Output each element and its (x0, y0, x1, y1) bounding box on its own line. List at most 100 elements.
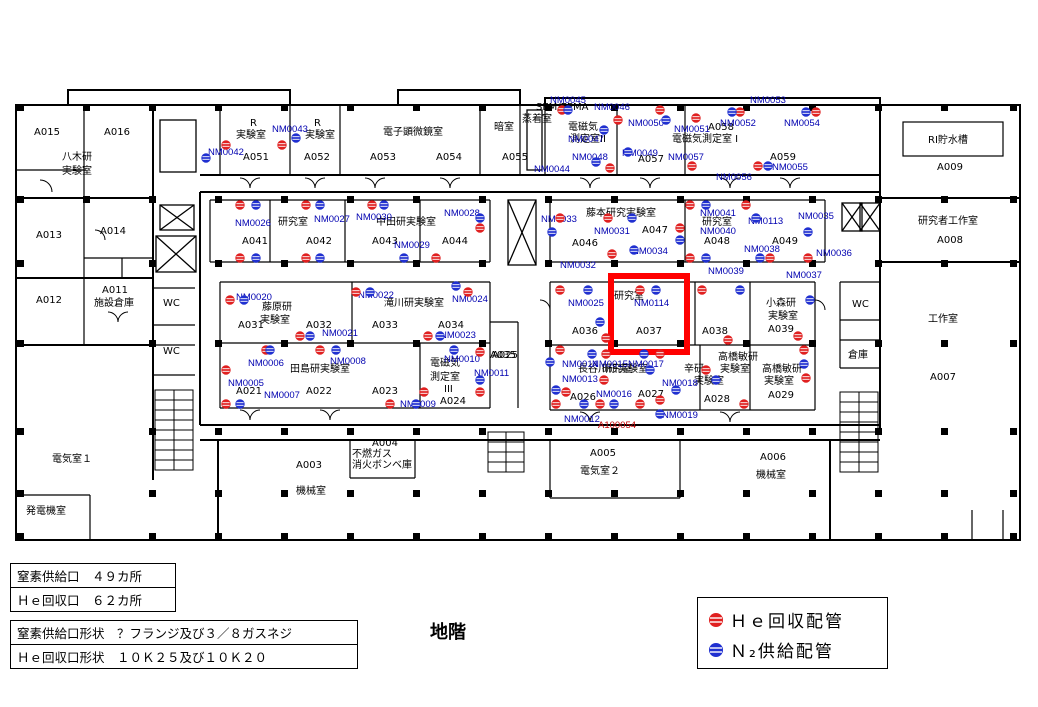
room-label: A044 (442, 236, 468, 247)
room-label: 研究室 (278, 215, 308, 228)
room-label: 滝川研実験室 (384, 296, 444, 309)
room-label: 暗室 (494, 120, 514, 133)
room-label: A049 (772, 236, 798, 247)
columns (17, 104, 1017, 540)
stairs (154, 389, 879, 473)
outlet-label: NM0006 (248, 358, 284, 369)
room-label: 実験室 (62, 164, 92, 177)
room-label: 研究室 (702, 215, 732, 228)
outlet-label: NM0056 (716, 172, 752, 183)
room-label: A004 (372, 438, 398, 449)
outlet-label: NM0045 (550, 95, 586, 106)
legend-n2: Ｎ₂供給配管 (708, 637, 834, 662)
room-label: A014 (100, 226, 126, 237)
room-label: A048 (704, 236, 730, 247)
outlet-label: NM0012 (564, 414, 600, 425)
n2-shape: 窒素供給口形状 ？フランジ及び３／８ガスネジ (11, 621, 357, 645)
outlet-label: NM0037 (786, 270, 822, 281)
outlet-label: NM0050 (628, 118, 664, 129)
room-label: A053 (370, 152, 396, 163)
room-label: A038 (702, 326, 728, 337)
room-label: 電磁気測定室 I (672, 132, 738, 145)
room-label: A034 (438, 320, 464, 331)
room-label: 長谷川研実験室 (578, 362, 648, 375)
room-label: 消火ボンベ庫 (352, 458, 412, 471)
room-label: A022 (306, 386, 332, 397)
outlet-count-box: 窒素供給口 ４９カ所 Ｈｅ回収口 ６２カ所 (10, 563, 176, 612)
room-label: 工作室 (928, 312, 958, 325)
outlet-label: NM0044 (534, 164, 570, 175)
room-label: A037 (636, 326, 662, 337)
room-label: A031 (238, 320, 264, 331)
floor-title: 地階 (430, 622, 466, 643)
outlet-label: NM0048 (572, 152, 608, 163)
outlet-label: NM0035 (798, 211, 834, 222)
room-label: III (444, 384, 453, 395)
outlet-label: NM0018 (662, 378, 698, 389)
room-label: 田島研実験室 (290, 362, 350, 375)
outlet-label: NM0025 (568, 298, 604, 309)
outlet-label: NM0011 (474, 368, 509, 379)
room-label: 電気室１ (52, 452, 92, 465)
outlet-label: NM0038 (744, 244, 780, 255)
room-label: A023 (372, 386, 398, 397)
outlet-label: NM0027 (314, 214, 350, 225)
legend: Ｈｅ回収配管 Ｎ₂供給配管 (697, 597, 888, 669)
room-label: A057 (638, 154, 664, 165)
room-label: R (250, 118, 257, 129)
he-count: Ｈｅ回収口 ６２カ所 (17, 593, 143, 608)
room-label: 機械室 (296, 484, 326, 497)
outlet-label: NM0008 (330, 356, 366, 367)
room-label: A058 (708, 122, 734, 133)
legend-he: Ｈｅ回収配管 (708, 607, 844, 632)
room-label: A013 (36, 230, 62, 241)
room-label: 電気室２ (580, 464, 620, 477)
room-label: 測定室II (570, 132, 606, 145)
legend-n2-label: Ｎ₂供給配管 (730, 642, 834, 662)
room-label: 実験室 (236, 128, 266, 141)
room-label: 蒸着室 (522, 112, 552, 125)
room-label: A055 (502, 152, 528, 163)
outlet-label: NM0013 (562, 374, 598, 385)
room-label: 測定室 (430, 370, 460, 383)
outlet-label: NM0034 (632, 246, 668, 257)
room-label: A008 (937, 235, 963, 246)
n2-count: 窒素供給口 ４９カ所 (11, 564, 175, 588)
outlet-label: NM0022 (358, 290, 394, 301)
outlet-label: NM0114 (634, 298, 669, 309)
room-label: 研究者工作室 (918, 214, 978, 227)
room-label: A016 (104, 127, 130, 138)
outlet-label: NM0053 (750, 95, 786, 106)
room-label: A059 (770, 152, 796, 163)
n2-pipe-icon (709, 642, 723, 657)
outlet-label: NM0030 (356, 212, 392, 223)
room-label: RI貯水槽 (928, 133, 968, 146)
outlet-label: NM0031 (594, 226, 630, 237)
room-label: A007 (930, 372, 956, 383)
outlet-label: NM0029 (394, 240, 430, 251)
room-label: WC (163, 346, 180, 357)
shafts (155, 109, 881, 273)
room-label: A051 (243, 152, 269, 163)
outlet-label: NM0007 (264, 390, 300, 401)
room-label: 電子顕微鏡室 (383, 125, 443, 138)
room-label: 機械室 (756, 468, 786, 481)
room-label: 実験室 (305, 128, 335, 141)
doors (39, 177, 826, 423)
room-label: A028 (704, 394, 730, 405)
outlet-label: NM0040 (700, 226, 736, 237)
outlet-label: NM0054 (784, 118, 820, 129)
room-label: 不燃ガス (352, 447, 392, 460)
he-pipe-icon (709, 612, 723, 627)
room-label: R (314, 118, 321, 129)
room-label: A041 (242, 236, 268, 247)
outlet-label: NM0020 (236, 292, 272, 303)
room-label: A006 (760, 452, 786, 463)
outlet-label: NM0017 (628, 359, 664, 370)
room-label: A054 (436, 152, 462, 163)
outlet-label: NM0024 (452, 294, 488, 305)
outlet-label: A100054 (598, 420, 636, 431)
room-label: A047 (642, 225, 668, 236)
room-label: A011 (102, 285, 128, 296)
